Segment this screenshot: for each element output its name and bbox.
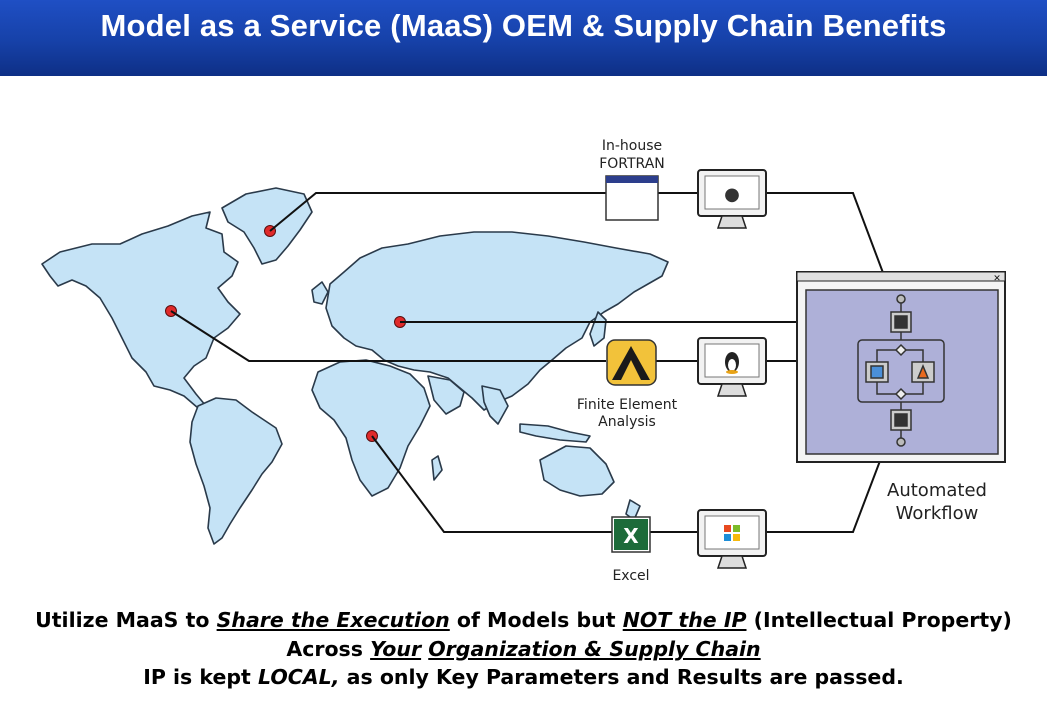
australia-shape <box>539 445 615 497</box>
svg-text:X: X <box>623 524 639 548</box>
workflow-label-line1: Automated <box>887 480 987 501</box>
caption-line-1: Utilize MaaS to Share the Execution of M… <box>35 608 1012 632</box>
close-icon: ✕ <box>993 274 1001 284</box>
workflow-graph <box>857 294 945 447</box>
arabia-shape <box>427 375 465 415</box>
fortran-window <box>605 175 659 221</box>
line-mac-workflow <box>766 192 896 304</box>
south-america-shape <box>189 397 283 545</box>
africa-shape <box>311 359 431 497</box>
fea-label-line2: Analysis <box>598 414 656 430</box>
madagascar-shape <box>431 455 443 481</box>
world-map <box>41 187 669 545</box>
workflow-label-line2: Workflow <box>896 503 979 524</box>
penguin-icon <box>725 352 739 374</box>
fea-app-icon <box>606 339 657 386</box>
line-africa-excel <box>371 435 612 533</box>
windows-computer <box>697 509 767 569</box>
north-america-shape <box>41 211 241 409</box>
uk-shape <box>311 281 329 305</box>
excel-app-icon: X <box>611 516 651 553</box>
apple-computer: ● <box>697 169 767 229</box>
windows-logo-icon <box>724 525 740 541</box>
apple-icon: ● <box>724 184 740 205</box>
line-greenland-fortran <box>269 192 606 232</box>
page-title: Model as a Service (MaaS) OEM & Supply C… <box>100 8 947 43</box>
indonesia-shape <box>519 423 591 443</box>
line-na-fea <box>170 310 606 362</box>
excel-label: Excel <box>612 568 649 584</box>
india-shape <box>481 385 509 425</box>
maas-diagram: ● In-house FORTRAN Finite Element Anal <box>41 138 1006 584</box>
japan-shape <box>589 311 607 347</box>
fea-label-line1: Finite Element <box>577 397 678 413</box>
title-banner: Model as a Service (MaaS) OEM & Supply C… <box>0 0 1047 76</box>
caption-line-3: IP is kept LOCAL, as only Key Parameters… <box>143 665 904 689</box>
fortran-label-line2: FORTRAN <box>599 156 665 172</box>
workflow-window: ✕ <box>796 271 1006 463</box>
caption-line-2: Across Your Organization & Supply Chain <box>286 637 761 661</box>
linux-computer <box>697 337 767 397</box>
fortran-label-line1: In-house <box>602 138 662 154</box>
